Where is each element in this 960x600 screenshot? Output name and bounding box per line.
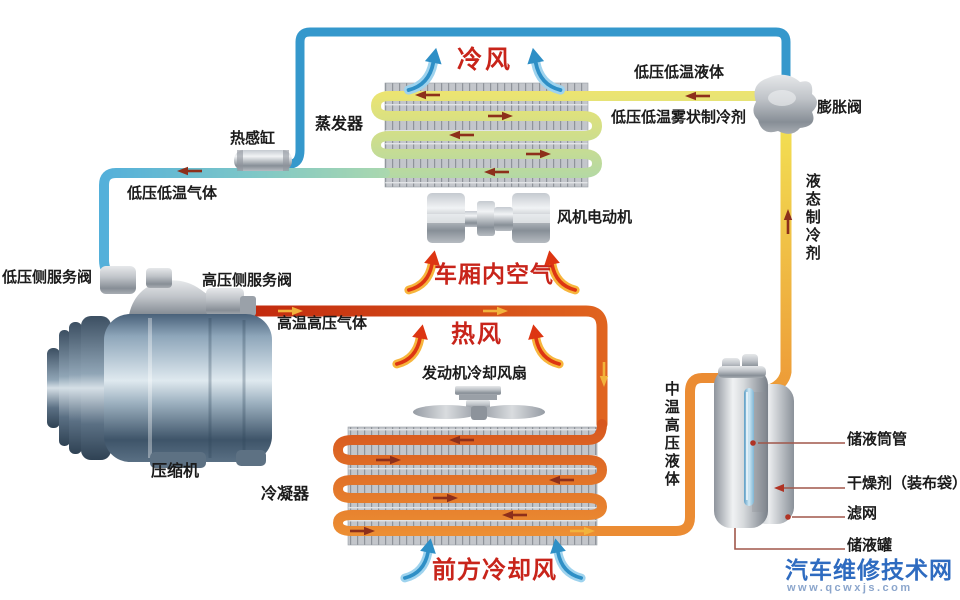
label-expansion-valve: 膨胀阀 xyxy=(817,99,863,116)
label-lp-lt-gas: 低压低温气体 xyxy=(127,185,218,202)
label-low-side-service-valve: 低压侧服务阀 xyxy=(2,269,93,286)
label-lp-lt-mist: 低压低温雾状制冷剂 xyxy=(611,109,747,126)
engine-fan-graphic xyxy=(413,386,545,420)
label-cold-air: 冷风 xyxy=(457,46,514,74)
evaporator-coil xyxy=(371,91,784,178)
label-engine-cooling-fan: 发动机冷却风扇 xyxy=(422,365,528,382)
capillary-pipe xyxy=(280,27,791,169)
label-ht-hp-gas: 高温高压气体 xyxy=(277,315,368,332)
thermal-bulb-graphic xyxy=(234,150,292,171)
watermark-site-name: 汽车维修技术网 xyxy=(785,557,953,583)
expansion-valve-graphic xyxy=(753,74,817,134)
label-hot-air: 热风 xyxy=(451,321,503,348)
condenser-coil xyxy=(333,419,607,536)
label-desiccant-bag: 干燥剂（装布袋） xyxy=(847,475,960,492)
receiver-drier-graphic xyxy=(714,354,794,528)
label-thermal-cylinder: 热感缸 xyxy=(230,130,276,147)
label-cabin-air: 车厢内空气 xyxy=(434,261,554,287)
discharge-pipe xyxy=(242,305,608,430)
hot-air-arrow xyxy=(396,324,428,364)
label-lp-lt-liquid: 低压低温液体 xyxy=(634,64,725,81)
label-receiver-tank: 储液罐 xyxy=(847,537,893,554)
label-receiver-tube: 储液筒管 xyxy=(847,431,908,448)
watermark-site-url: www.qcwxjs.com xyxy=(787,582,913,594)
label-filter-screen: 滤网 xyxy=(847,505,878,522)
label-mt-hp-liquid: 中温高压液体 xyxy=(662,381,680,489)
condenser-fins xyxy=(347,426,598,546)
receiver-inlet-pipe xyxy=(595,373,729,536)
compressor-graphic xyxy=(47,266,272,468)
leader-lines xyxy=(734,440,845,550)
hot-air-arrow xyxy=(528,324,560,364)
label-compressor: 压缩机 xyxy=(151,463,200,480)
label-condenser: 冷凝器 xyxy=(261,486,310,503)
liquid-riser-pipe xyxy=(752,126,792,399)
label-high-side-service-valve: 高压侧服务阀 xyxy=(202,272,293,289)
label-blower-motor: 风机电动机 xyxy=(557,209,633,226)
blower-motor-graphic xyxy=(427,193,550,243)
label-evaporator: 蒸发器 xyxy=(315,116,364,133)
label-liquid-refrigerant: 液态制冷剂 xyxy=(803,173,821,263)
label-front-cooling-air: 前方冷却风 xyxy=(432,557,557,584)
